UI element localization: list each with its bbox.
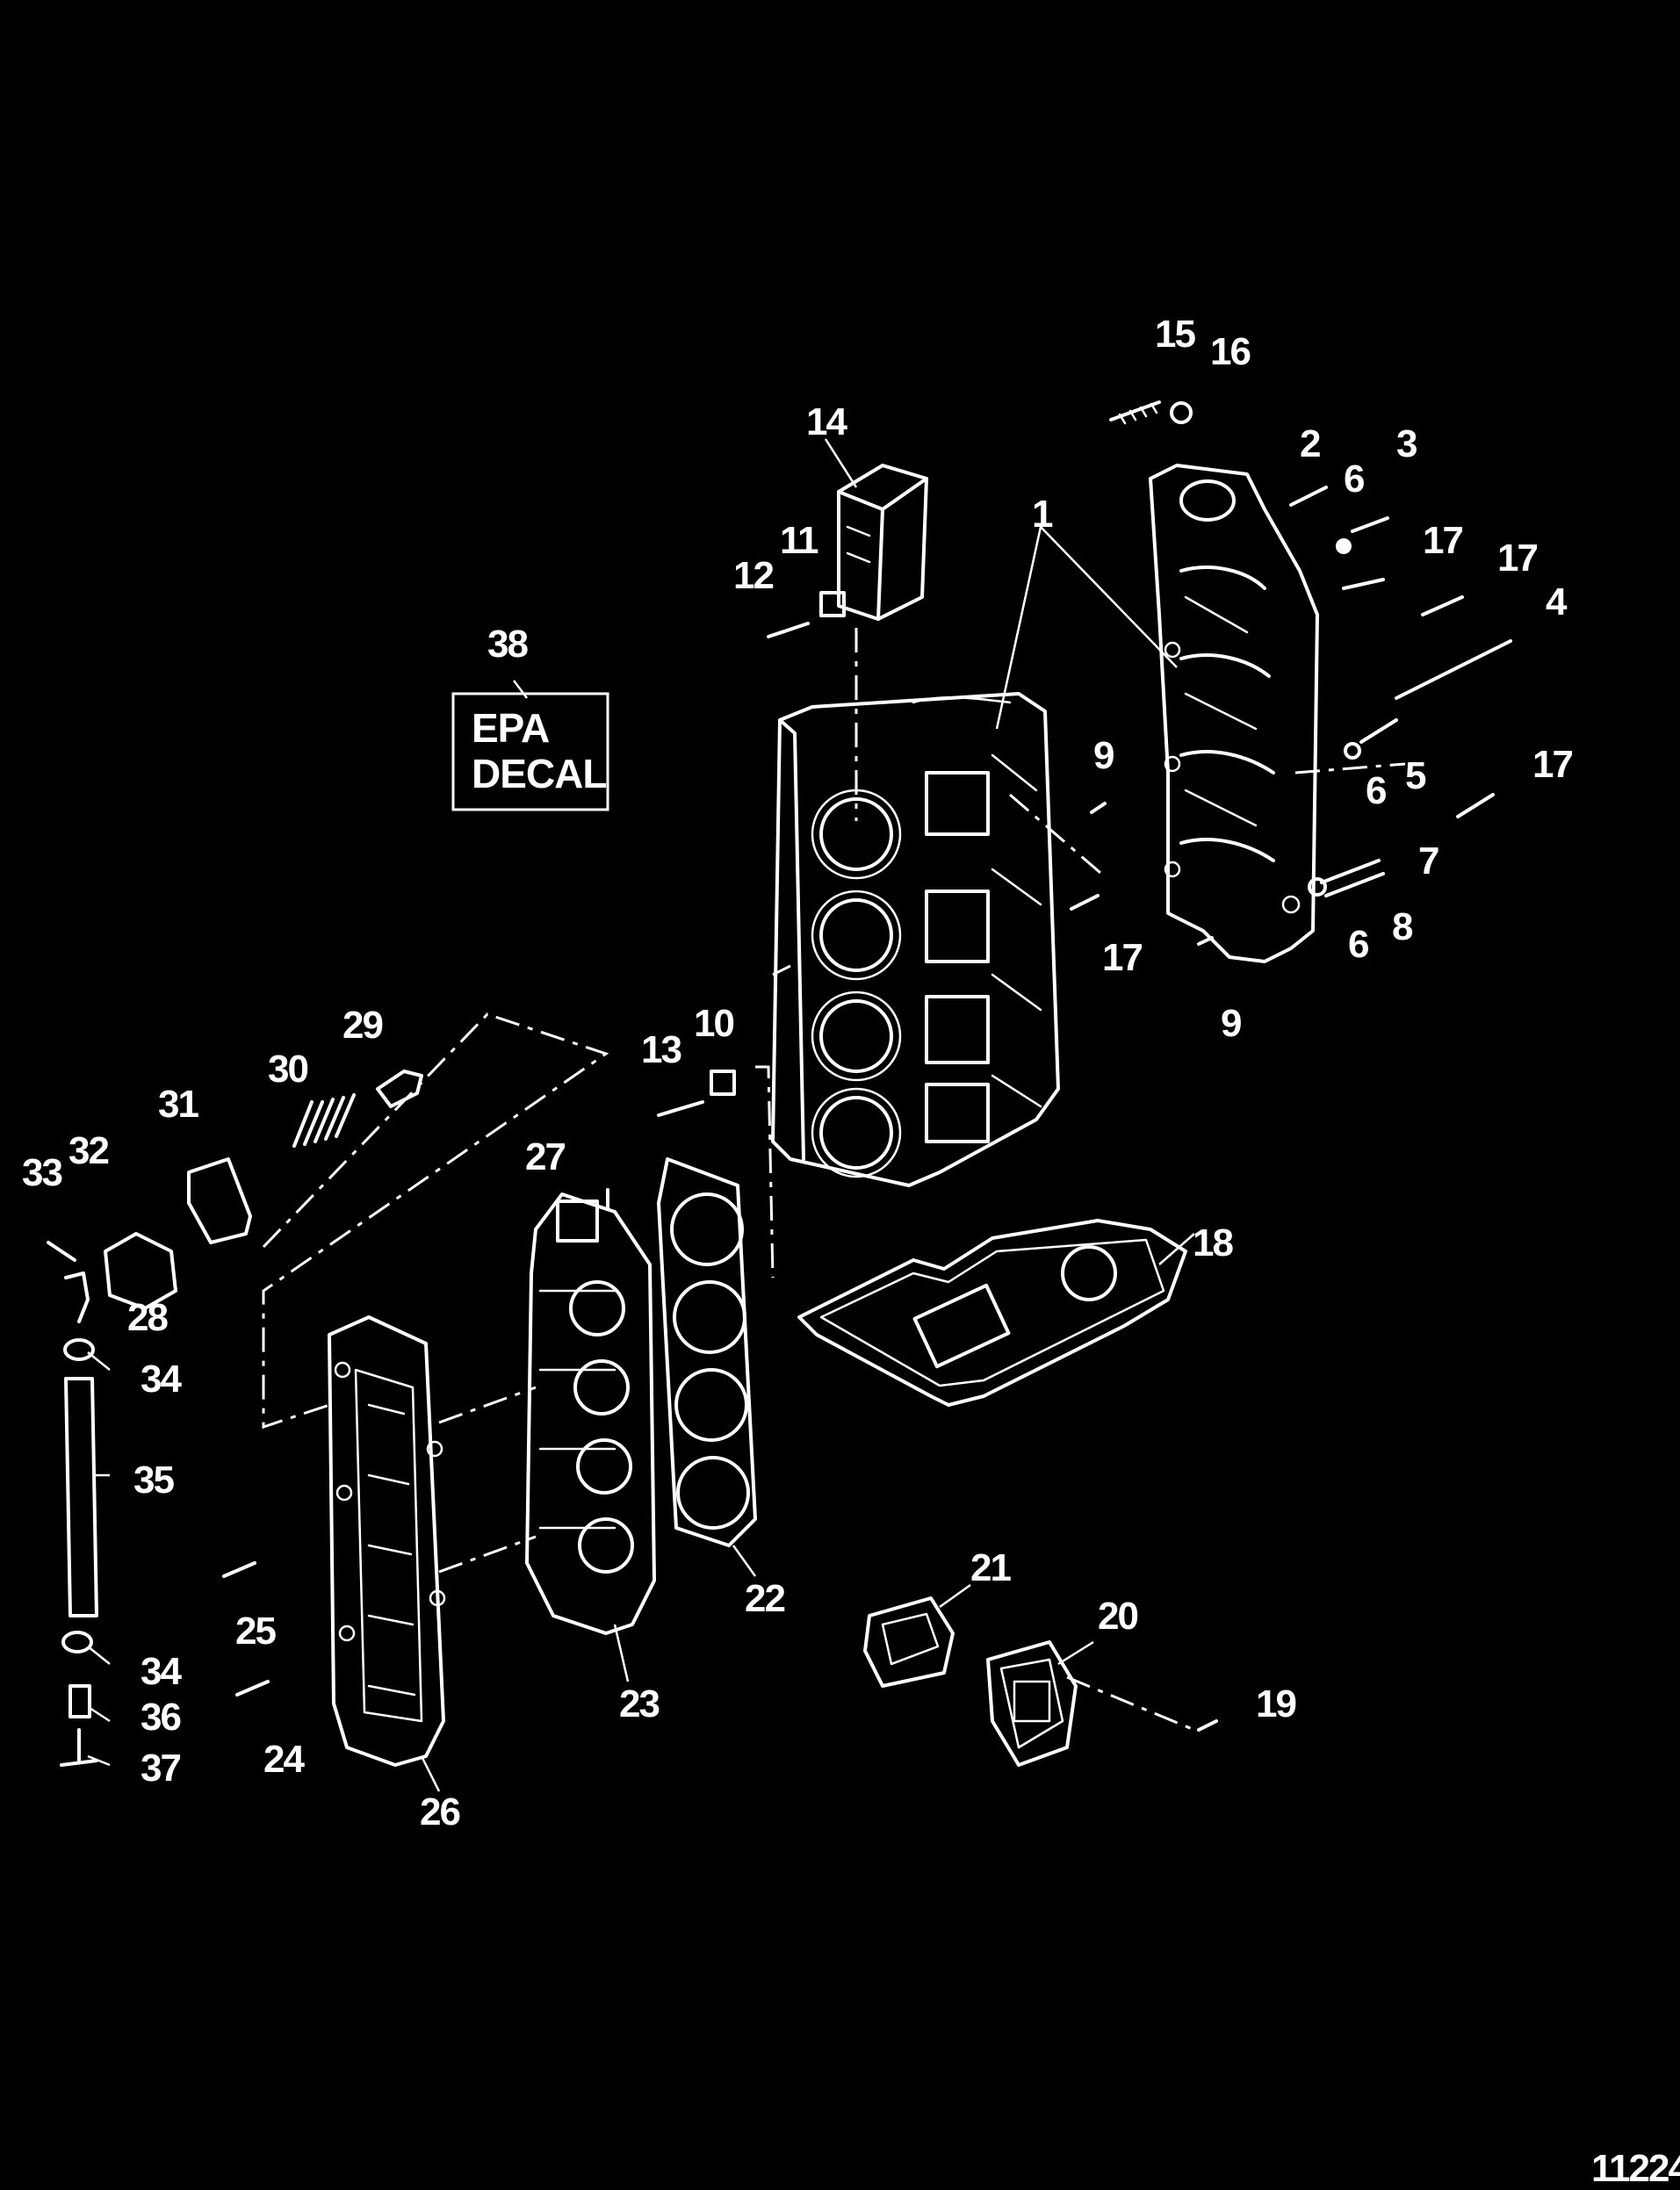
epa-decal: EPA DECAL xyxy=(451,692,609,811)
callout-6-middle: 6 xyxy=(1366,769,1386,812)
callout-1: 1 xyxy=(1032,493,1053,536)
callout-13: 13 xyxy=(641,1028,681,1071)
callout-22: 22 xyxy=(745,1577,784,1620)
cylinder-head xyxy=(525,1192,656,1635)
callout-27: 27 xyxy=(525,1135,565,1178)
callout-15: 15 xyxy=(1155,313,1195,356)
callout-34-upper: 34 xyxy=(141,1358,182,1401)
callout-23: 23 xyxy=(619,1682,659,1725)
callout-6-top: 6 xyxy=(1344,457,1364,501)
callout-10: 10 xyxy=(694,1002,733,1045)
callout-34-lower: 34 xyxy=(141,1650,182,1693)
callout-35: 35 xyxy=(133,1459,174,1502)
callout-38: 38 xyxy=(487,623,528,666)
callout-8: 8 xyxy=(1392,905,1413,948)
callout-17-upper: 17 xyxy=(1423,519,1462,562)
callout-9-lower: 9 xyxy=(1221,1002,1241,1045)
callout-32: 32 xyxy=(68,1129,108,1172)
crankcase-cover xyxy=(1149,464,1319,963)
callout-17-lower: 17 xyxy=(1532,743,1572,786)
callout-6-bottom: 6 xyxy=(1348,923,1368,966)
callout-labels: 1 2 3 4 5 6 6 6 7 8 9 9 10 11 12 13 14 1… xyxy=(22,313,1574,1833)
cylinder-block xyxy=(771,692,1060,1187)
cover-gasket xyxy=(863,1596,955,1688)
callout-17-right: 17 xyxy=(1497,537,1537,580)
callout-21: 21 xyxy=(970,1546,1011,1589)
alignment-lines xyxy=(262,628,1406,1732)
head-cover xyxy=(328,1315,446,1767)
callout-5: 5 xyxy=(1405,754,1426,797)
callout-26: 26 xyxy=(420,1790,459,1833)
callout-37: 37 xyxy=(141,1747,180,1790)
callout-24: 24 xyxy=(263,1738,305,1781)
callout-17-block: 17 xyxy=(1102,936,1142,979)
callout-4: 4 xyxy=(1546,580,1568,623)
hardware-parts xyxy=(47,400,1512,1767)
decal-line-1: EPA xyxy=(472,705,549,751)
callout-11: 11 xyxy=(780,519,818,562)
callout-30: 30 xyxy=(268,1048,307,1091)
decal-line-2: DECAL xyxy=(472,751,606,796)
callout-36: 36 xyxy=(141,1696,180,1739)
callout-3: 3 xyxy=(1396,422,1417,465)
gasket-set-box xyxy=(837,464,928,621)
callout-20: 20 xyxy=(1098,1595,1137,1638)
cover-plate xyxy=(986,1640,1078,1767)
callout-28: 28 xyxy=(127,1296,168,1339)
base-gasket xyxy=(797,1219,1187,1407)
callout-2: 2 xyxy=(1300,422,1320,465)
callout-9-upper: 9 xyxy=(1093,734,1114,777)
callout-31: 31 xyxy=(158,1083,198,1126)
callout-18: 18 xyxy=(1193,1221,1233,1264)
callout-12: 12 xyxy=(733,554,773,597)
callout-33: 33 xyxy=(22,1151,61,1194)
callout-7: 7 xyxy=(1418,839,1438,882)
leader-lines xyxy=(87,438,1195,1792)
head-gasket xyxy=(657,1157,757,1547)
callout-19: 19 xyxy=(1256,1682,1295,1725)
callout-14: 14 xyxy=(806,400,847,443)
callout-29: 29 xyxy=(342,1004,382,1047)
callout-25: 25 xyxy=(235,1610,276,1653)
callout-16: 16 xyxy=(1210,330,1250,373)
figure-id: 11224 xyxy=(1591,2147,1680,2190)
